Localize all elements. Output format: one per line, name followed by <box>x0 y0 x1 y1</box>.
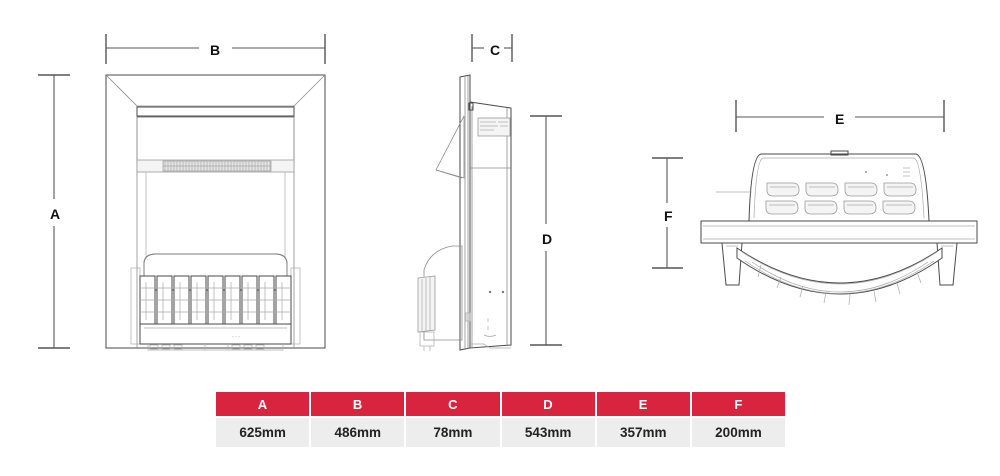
dimension-label-b: B <box>206 41 225 59</box>
side-view-drawing <box>417 34 562 351</box>
fire-bars <box>139 275 292 325</box>
table-value-e: 357mm <box>596 418 692 447</box>
vent-grille-slats <box>163 161 271 171</box>
table-header-c: C <box>406 392 502 418</box>
dimension-b-line <box>105 34 326 64</box>
front-view-drawing: - - - <box>38 34 326 351</box>
table-header-f: F <box>691 392 786 418</box>
dimension-label-e: E <box>831 110 849 128</box>
fuel-bed-segments <box>751 261 929 306</box>
dimensions-table-header-row: A B C D E F <box>216 392 786 418</box>
dimension-label-a: A <box>46 205 65 223</box>
dimension-a-line <box>38 74 70 349</box>
table-value-d: 543mm <box>501 418 597 447</box>
table-header-a: A <box>216 392 312 418</box>
dimension-label-f: F <box>660 207 677 225</box>
table-header-b: B <box>311 392 407 418</box>
perspective-view-drawing <box>652 100 978 306</box>
table-value-f: 200mm <box>691 418 786 447</box>
table-value-b: 486mm <box>311 418 407 447</box>
dimension-label-d: D <box>538 230 557 248</box>
vent-slots <box>765 182 917 215</box>
dimension-d-line <box>530 115 562 346</box>
dimensions-table: A B C D E F 625mm 486mm 78mm 543mm 357mm… <box>216 392 786 447</box>
dimension-c-line <box>471 34 513 62</box>
dimension-e-line <box>735 100 945 132</box>
dimension-label-c: C <box>486 41 505 59</box>
svg-text:- - -: - - - <box>232 334 240 340</box>
table-header-d: D <box>501 392 597 418</box>
dimension-f-line <box>652 157 683 269</box>
table-value-a: 625mm <box>216 418 312 447</box>
table-value-c: 78mm <box>406 418 502 447</box>
dimensions-table-value-row: 625mm 486mm 78mm 543mm 357mm 200mm <box>216 418 786 447</box>
table-header-e: E <box>596 392 692 418</box>
